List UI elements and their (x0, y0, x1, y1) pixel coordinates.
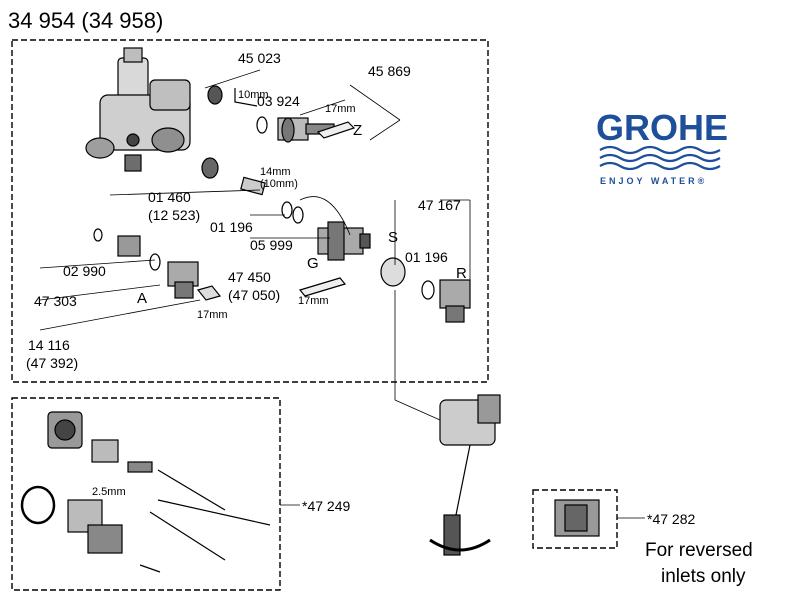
grohe-logo: GROHE ENJOY WATER® (596, 107, 728, 186)
label-47249: *47 249 (302, 498, 350, 514)
label-hex-10mm-b: (10mm) (260, 178, 298, 190)
plug-illustration (207, 85, 223, 105)
label-45023: 45 023 (238, 50, 281, 66)
label-hex-10mm: 10mm (238, 89, 269, 101)
label-z: Z (353, 122, 362, 139)
label-hex-2-5mm: 2.5mm (92, 486, 126, 498)
note-line-2: inlets only (661, 566, 746, 587)
valve-body-illustration (85, 47, 191, 172)
label-wrench-17mm-b: 17mm (298, 295, 329, 307)
nut-illustration (201, 157, 219, 179)
wrench-17mm-b-illustration (298, 277, 347, 297)
label-12523: (12 523) (148, 207, 200, 223)
label-14116: 14 116 (28, 337, 70, 353)
brand-tagline: ENJOY WATER® (600, 176, 707, 186)
small-cartridge-illustration (554, 499, 600, 537)
note-line-1: For reversed (645, 540, 753, 561)
label-47303: 47 303 (34, 293, 77, 309)
label-05999: 05 999 (250, 237, 293, 253)
reversing-cartridge-illustration (439, 279, 471, 323)
ring-nut-illustration (380, 257, 406, 287)
label-47450: 47 450 (228, 269, 271, 285)
diagram-title: 34 954 (34 958) (8, 8, 163, 33)
part-labels: 45 023 10mm 03 924 17mm 45 869 Z 14mm (1… (26, 50, 695, 527)
label-01196-b: 01 196 (405, 249, 448, 265)
hex-key-17mm-illustration (196, 285, 222, 301)
label-hex-17mm-c: 17mm (197, 309, 228, 321)
label-01196-a: 01 196 (210, 219, 253, 235)
main-assembly-frame (11, 39, 489, 383)
thermostatic-cartridge-illustration (317, 221, 371, 261)
label-03924: 03 924 (257, 93, 300, 109)
label-wrench-17mm-a: 17mm (325, 103, 356, 115)
label-47167: 47 167 (418, 197, 461, 213)
label-r: R (456, 265, 467, 282)
label-a: A (137, 290, 147, 307)
label-02990: 02 990 (63, 263, 106, 279)
spindle-illustration (277, 117, 335, 143)
label-01460: 01 460 (148, 189, 191, 205)
label-s: S (388, 229, 398, 246)
label-47050: (47 050) (228, 287, 280, 303)
parts-drawing (20, 47, 600, 573)
hex-key-10mm-illustration (234, 88, 258, 107)
repair-kit-frame (11, 397, 281, 591)
reversed-inlets-note: For reversed inlets only (645, 540, 753, 587)
check-valve-illustration (167, 261, 199, 299)
label-g: G (307, 255, 319, 272)
brand-name: GROHE (596, 107, 728, 148)
leader-lines (39, 69, 645, 519)
cartridge-screwdriver-illustration (429, 394, 501, 556)
kit-parts-illustration (20, 411, 271, 573)
reversed-cartridge-frame (532, 489, 618, 549)
label-47282: *47 282 (647, 511, 695, 527)
label-hex-14mm: 14mm (260, 166, 291, 178)
wrench-17mm-illustration (316, 121, 356, 139)
o-ring-illustration (256, 116, 268, 134)
label-47392: (47 392) (26, 355, 78, 371)
filter-illustration (117, 235, 141, 257)
label-45869: 45 869 (368, 63, 411, 79)
water-waves-icon (599, 145, 721, 171)
o-ring-pair-illustration (281, 201, 293, 219)
